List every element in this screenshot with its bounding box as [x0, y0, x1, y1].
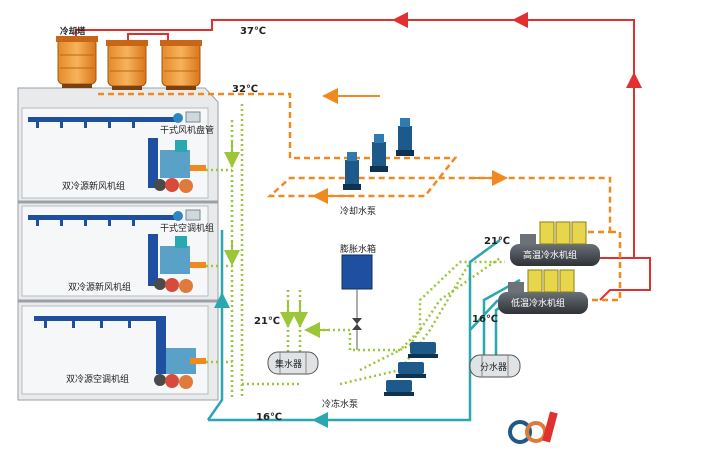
temp-32: 32℃	[232, 84, 258, 95]
label-ac-unit: 干式空调机组	[160, 222, 214, 234]
label-fan-coil: 干式风机盘管	[160, 124, 214, 136]
collector	[267, 351, 319, 375]
temp-37: 37℃	[240, 26, 266, 37]
cooling-pumps	[343, 118, 414, 190]
temp-16-bottom: 16℃	[256, 412, 282, 423]
label-fresh-air-unit-2: 双冷源新风机组	[68, 281, 131, 293]
distributor	[469, 354, 521, 378]
chiller-high	[510, 221, 600, 266]
chiller-low	[498, 269, 588, 314]
chilled-pumps	[384, 342, 438, 396]
label-chiller-high: 高温冷水机组	[523, 249, 577, 261]
cooling-towers	[56, 36, 202, 90]
label-distributor: 分水器	[480, 361, 507, 373]
duct-floor-1	[28, 117, 178, 188]
pipe-hot-return	[75, 12, 651, 301]
label-cooling-pump: 冷却水泵	[340, 205, 376, 217]
watermark-logo	[508, 411, 558, 444]
fan-coil-icon	[173, 111, 201, 123]
duct-floor-2	[28, 215, 178, 286]
temp-21-left: 21℃	[254, 316, 280, 327]
temp-16-right: 16℃	[472, 314, 498, 325]
label-ac-unit-bottom: 双冷源空调机组	[66, 373, 129, 385]
label-chilled-pump: 冷冻水泵	[322, 398, 358, 410]
fresh-air-unit-1	[154, 140, 206, 193]
fresh-air-unit-2	[154, 236, 206, 293]
duct-floor-3	[34, 316, 166, 374]
ac-unit-bottom	[154, 348, 206, 389]
label-fresh-air-unit-1: 双冷源新风机组	[62, 180, 125, 192]
expansion-tank	[341, 254, 373, 350]
temp-21-right: 21℃	[484, 236, 510, 247]
label-collector: 集水器	[275, 358, 302, 370]
label-cooling-tower: 冷却塔	[60, 26, 86, 37]
ac-unit-icon	[173, 209, 201, 221]
label-expansion-tank: 膨胀水箱	[340, 243, 376, 255]
label-chiller-low: 低温冷水机组	[511, 297, 565, 309]
